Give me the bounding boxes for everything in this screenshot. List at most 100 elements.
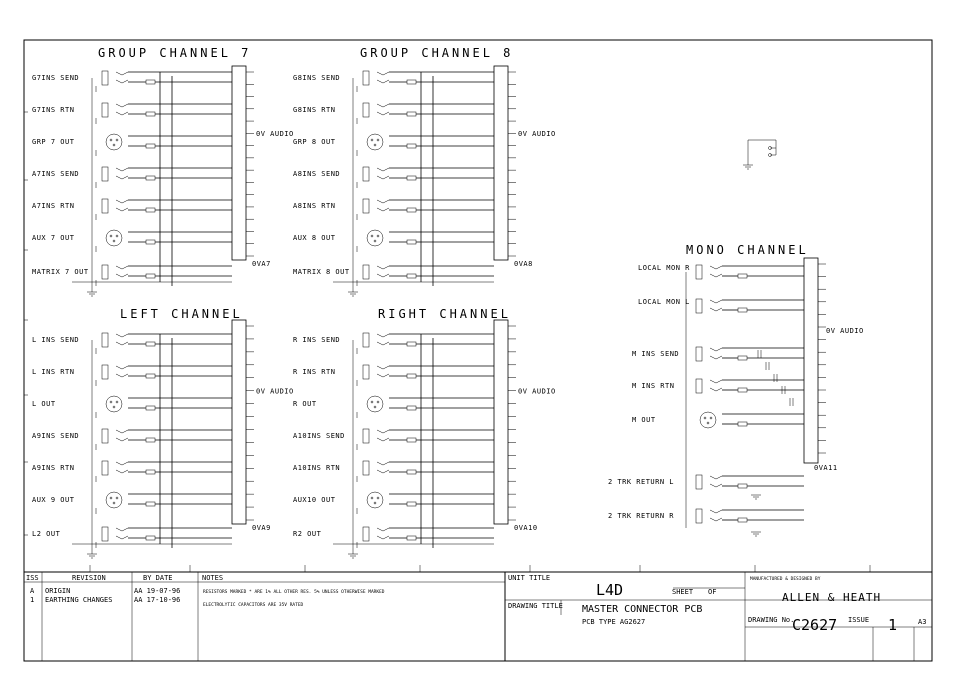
resistor [406, 501, 417, 507]
xlr-pin [373, 143, 377, 147]
jack-contact [376, 429, 390, 434]
jack-contact [115, 199, 129, 204]
jack-socket [362, 70, 370, 86]
jack-contact [376, 265, 390, 270]
audio-ground-label: 0V AUDIO [256, 387, 294, 395]
ground-net-label: 0VA10 [514, 524, 538, 532]
jack-socket [695, 474, 703, 490]
note-2: ELECTROLYTIC CAPACITORS ARE 35V RATED [203, 602, 304, 608]
row-label: R INS SEND [293, 336, 340, 344]
left-channel-title: LEFT CHANNEL [120, 307, 243, 321]
jack-contact [376, 167, 390, 172]
jack-socket [695, 508, 703, 524]
jack-contact [376, 71, 390, 76]
ground-net-label: 0VA9 [252, 524, 271, 532]
resistor [406, 239, 417, 245]
row-label: L2 OUT [32, 530, 61, 538]
jack-socket [362, 526, 370, 542]
connector-header [231, 319, 247, 525]
resistor [737, 483, 748, 489]
connector-header [493, 319, 509, 525]
resistor [406, 405, 417, 411]
jack-socket [101, 198, 109, 214]
jack-contact [115, 333, 129, 338]
row-label: G8INS SEND [293, 74, 340, 82]
jack-contact [376, 527, 390, 532]
xlr-connector [105, 395, 123, 413]
row-label: A7INS SEND [32, 170, 79, 178]
resistor [145, 341, 156, 347]
xlr-pin [703, 416, 707, 420]
jack-contact [115, 71, 129, 76]
jack-contact [376, 273, 390, 278]
row-label: R OUT [293, 400, 317, 408]
company-label: MANUFACTURED & DESIGNED BY [750, 576, 821, 582]
jack-socket [101, 264, 109, 280]
jack-contact [376, 199, 390, 204]
jack-socket [695, 264, 703, 280]
xlr-pin [109, 138, 113, 142]
revision-1-issue: 1 [30, 596, 34, 604]
group-channel-8-title: GROUP CHANNEL 8 [360, 46, 513, 60]
drawing-no-value: C2627 [792, 616, 837, 634]
drawing-no-label: DRAWING No. [748, 616, 794, 624]
xlr-pin [112, 405, 116, 409]
connector-header [803, 257, 819, 464]
jack-contact [115, 111, 129, 116]
jack-socket [362, 428, 370, 444]
resistor [737, 273, 748, 279]
resistor [737, 421, 748, 427]
row-label: AUX 8 OUT [293, 234, 336, 242]
row-label: A9INS RTN [32, 464, 74, 472]
jack-contact [115, 527, 129, 532]
xlr-connector [105, 229, 123, 247]
xlr-connector [366, 229, 384, 247]
row-label: R INS RTN [293, 368, 335, 376]
ground-net-label: 0VA8 [514, 260, 533, 268]
jack-contact [115, 341, 129, 346]
resistor [145, 239, 156, 245]
row-label: L INS SEND [32, 336, 79, 344]
jack-socket [362, 460, 370, 476]
audio-ground-label: 0V AUDIO [518, 130, 556, 138]
issue-label: ISSUE [848, 616, 869, 624]
drawing-border [23, 39, 933, 662]
resistor [145, 501, 156, 507]
row-label: A8INS RTN [293, 202, 335, 210]
note-1: RESISTORS MARKED * ARE 1% ALL OTHER RES.… [203, 589, 385, 595]
jack-contact [115, 373, 129, 378]
resistor [737, 355, 748, 361]
row-label: L INS RTN [32, 368, 74, 376]
jack-socket [101, 102, 109, 118]
xlr-pin [112, 501, 116, 505]
jack-contact [709, 483, 723, 488]
jack-contact [709, 355, 723, 360]
jack-contact [709, 387, 723, 392]
xlr-pin [370, 496, 374, 500]
unit-title-value: L4D [596, 581, 623, 599]
row-label: A8INS SEND [293, 170, 340, 178]
jack-contact [115, 365, 129, 370]
jack-contact [376, 79, 390, 84]
xlr-pin [373, 405, 377, 409]
revision-a-text: ORIGIN [45, 587, 70, 595]
resistor [145, 273, 156, 279]
jack-contact [115, 437, 129, 442]
revision-a-by-date: AA 19-07-96 [134, 587, 180, 595]
jack-contact [709, 475, 723, 480]
xlr-connector [105, 133, 123, 151]
jack-contact [376, 175, 390, 180]
jack-contact [376, 535, 390, 540]
by-date-header: BY DATE [143, 574, 173, 582]
resistor [406, 437, 417, 443]
pcb-type: PCB TYPE AG2627 [582, 618, 645, 626]
jack-socket [101, 460, 109, 476]
row-label: GRP 7 OUT [32, 138, 75, 146]
notes-header: NOTES [202, 574, 223, 582]
jack-socket [101, 70, 109, 86]
audio-ground-label: 0V AUDIO [826, 327, 864, 335]
jack-contact [376, 103, 390, 108]
xlr-pin [115, 234, 119, 238]
resistor [406, 373, 417, 379]
